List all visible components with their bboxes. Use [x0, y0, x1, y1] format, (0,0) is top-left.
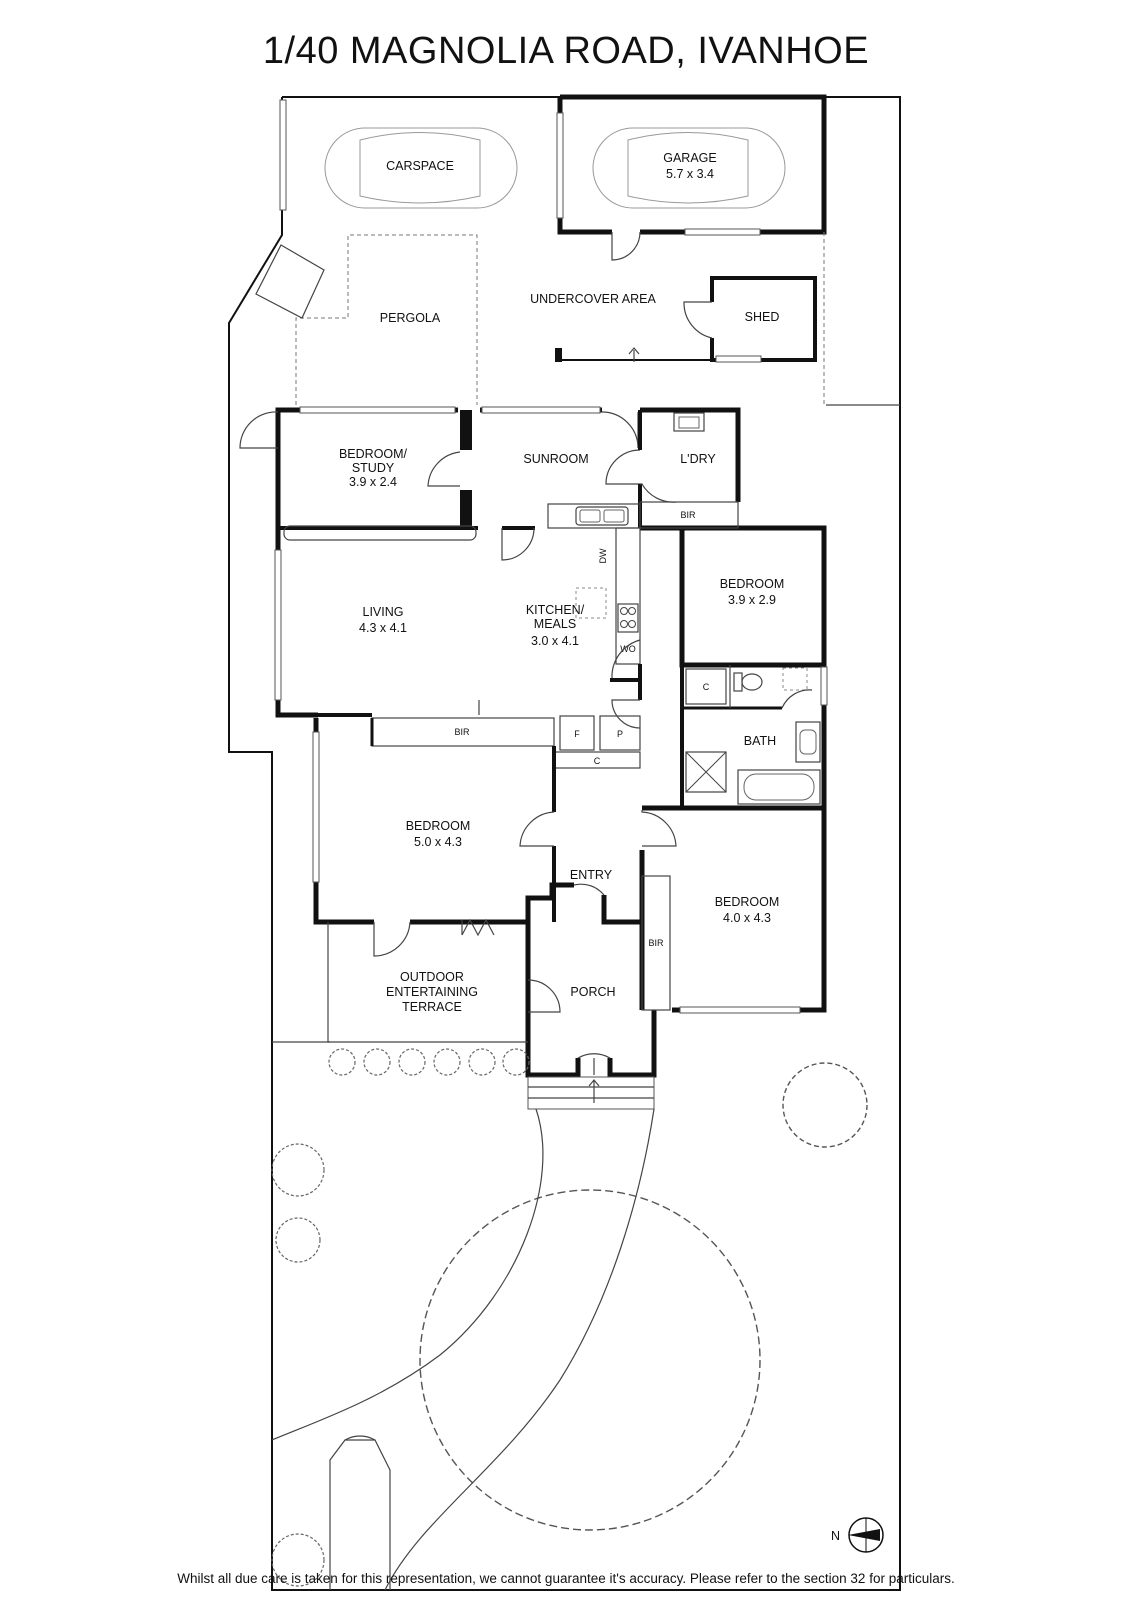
kitchen-label-1: KITCHEN/: [526, 603, 585, 617]
laundry-room: L'DRY BIR: [639, 412, 739, 529]
garage-room: GARAGE 5.7 x 3.4: [556, 94, 827, 261]
bedroom-2-label: BEDROOM: [720, 577, 785, 591]
wall-oven-label: WO: [620, 644, 636, 654]
bedroom-study-label-2: STUDY: [352, 461, 395, 475]
plan-title: 1/40 MAGNOLIA ROAD, IVANHOE: [262, 30, 870, 72]
bedroom-master-label: BEDROOM: [406, 819, 471, 833]
living-room: LIVING 4.3 x 4.1: [274, 525, 480, 717]
terrace-label-3: TERRACE: [402, 1000, 462, 1014]
shed-label: SHED: [745, 310, 780, 324]
kitchen-dims: 3.0 x 4.1: [531, 634, 579, 648]
bedroom-3-bir-label: BIR: [648, 938, 664, 948]
hall-cupboard-label: C: [594, 756, 601, 766]
disclaimer-text: Whilst all due care is taken for this re…: [177, 1571, 955, 1586]
entry-label: ENTRY: [570, 868, 613, 882]
bedroom-study-label-1: BEDROOM/: [339, 447, 408, 461]
carspace-label: CARSPACE: [386, 159, 454, 173]
garage-label: GARAGE: [663, 151, 717, 165]
bedroom-2-room: BEDROOM 3.9 x 2.9: [720, 577, 785, 607]
bath-label: BATH: [744, 734, 776, 748]
garage-dims: 5.7 x 3.4: [666, 167, 714, 181]
sunroom-label: SUNROOM: [523, 452, 588, 466]
shrub-icon: [271, 1533, 325, 1587]
shrub-icon: [275, 1217, 321, 1263]
house-walls: [275, 407, 827, 1110]
hall-storage: BIR F P C: [370, 715, 641, 769]
shower-icon: [685, 751, 727, 793]
bedroom-master-dims: 5.0 x 4.3: [414, 835, 462, 849]
terrace-area: OUTDOOR ENTERTAINING TERRACE: [386, 970, 478, 1014]
pantry-label: P: [617, 729, 623, 739]
sink-icon: [575, 506, 629, 526]
bedroom-3-label: BEDROOM: [715, 895, 780, 909]
bathtub-icon: [737, 769, 821, 805]
laundry-label: L'DRY: [680, 452, 716, 466]
lot-boundary: [228, 96, 901, 1591]
garden: [271, 1048, 868, 1591]
undercover-area: UNDERCOVER AREA: [530, 232, 825, 405]
vanity-icon: [795, 721, 821, 763]
kitchen-label-2: MEALS: [534, 617, 576, 631]
kitchen-room: DW WO KITCHEN/ MEALS 3.0 x 4.1: [526, 503, 642, 729]
laundry-bir-label: BIR: [680, 510, 696, 520]
porch-label: PORCH: [570, 985, 615, 999]
fridge-label: F: [574, 729, 580, 739]
large-tree-icon: [419, 1189, 761, 1531]
bedroom-3-room: BIR BEDROOM 4.0 x 4.3: [641, 875, 801, 1014]
undercover-label: UNDERCOVER AREA: [530, 292, 656, 306]
terrace-label-1: OUTDOOR: [400, 970, 464, 984]
bedroom-2-dims: 3.9 x 2.9: [728, 593, 776, 607]
dishwasher-label: DW: [598, 548, 608, 563]
toilet-icon: [733, 672, 763, 692]
bath-cupboard-label: C: [703, 682, 710, 692]
bedroom-study-dims: 3.9 x 2.4: [349, 475, 397, 489]
hedge-row: [328, 1048, 530, 1076]
car-icon: [592, 127, 786, 209]
north-compass-icon: N: [831, 1517, 884, 1553]
hall-bir-label: BIR: [454, 727, 470, 737]
living-dims: 4.3 x 4.1: [359, 621, 407, 635]
bedroom-master-room: BEDROOM 5.0 x 4.3: [312, 731, 556, 957]
bath-room: C BATH: [680, 665, 828, 808]
entry-room: ENTRY: [570, 810, 677, 896]
bedroom-3-dims: 4.0 x 4.3: [723, 911, 771, 925]
pergola-area: PERGOLA: [255, 234, 478, 405]
shed-room: SHED: [683, 276, 817, 363]
living-label: LIVING: [363, 605, 404, 619]
cooktop-icon: [617, 603, 639, 633]
bedroom-study-room: BEDROOM/ STUDY 3.9 x 2.4: [239, 406, 478, 530]
compass-north-label: N: [831, 1529, 840, 1543]
car-icon: [324, 127, 518, 209]
pergola-label: PERGOLA: [380, 311, 441, 325]
carspace-area: CARSPACE: [279, 99, 518, 211]
terrace-label-2: ENTERTAINING: [386, 985, 478, 999]
porch-room: PORCH: [527, 979, 616, 1013]
tree-icon: [782, 1062, 868, 1148]
shrub-icon: [271, 1143, 325, 1197]
